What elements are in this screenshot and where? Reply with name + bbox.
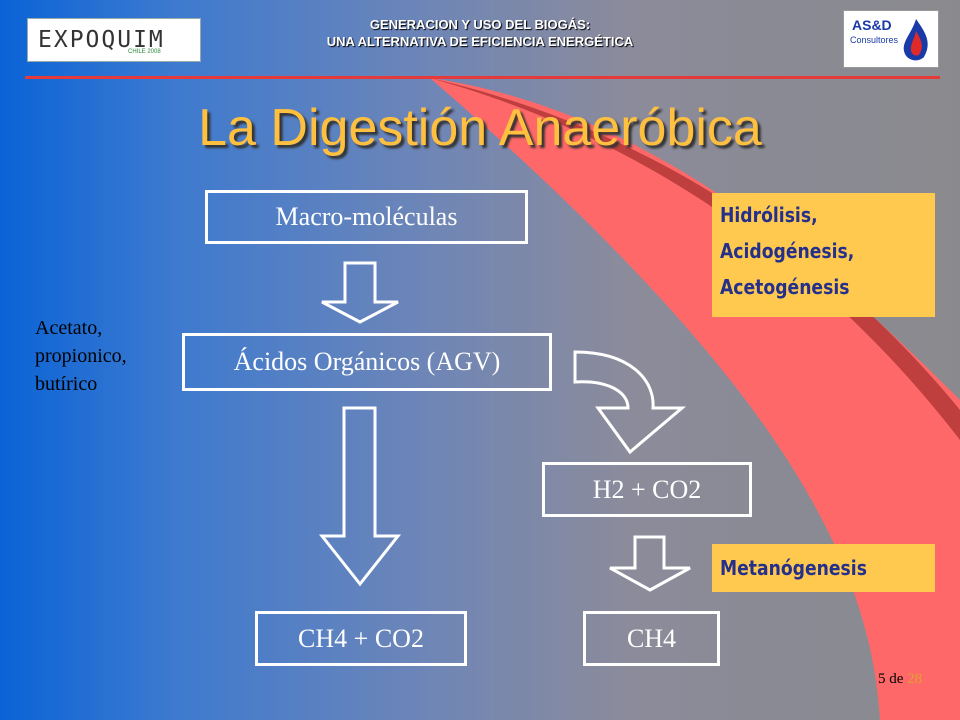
arrow-down-acidos-to-ch4co2 <box>318 406 402 587</box>
stage-box-hidrolisis: Hidrólisis, Acidogénesis, Acetogénesis <box>712 193 935 317</box>
stage-label: Metanógenesis <box>720 556 867 580</box>
flame-icon <box>903 19 928 61</box>
stage-label: Acidogénesis, <box>720 239 855 263</box>
arrow-down-macro-to-acidos <box>321 261 399 324</box>
node-h2-co2: H2 + CO2 <box>542 462 752 517</box>
page-total: 28 <box>907 671 923 687</box>
side-note-line: propionico, <box>35 345 127 367</box>
arrow-curve-acidos-to-h2co2 <box>573 350 687 455</box>
header-line-2: UNA ALTERNATIVA DE EFICIENCIA ENERGÉTICA <box>326 34 634 49</box>
node-ch4-co2: CH4 + CO2 <box>255 611 467 666</box>
header-line-1: GENERACION Y USO DEL BIOGÁS: <box>369 17 591 32</box>
page-counter: 5 de 28 <box>878 671 922 688</box>
slide-title: La Digestión Anaeróbica <box>198 99 762 157</box>
header-divider <box>25 76 940 79</box>
page-sep: de <box>889 671 904 687</box>
arrow-down-h2co2-to-ch4 <box>609 535 691 592</box>
node-macro-moleculas: Macro-moléculas <box>205 190 528 244</box>
asd-consultores-logo: AS&D Consultores <box>843 10 939 68</box>
stage-label: Acetogénesis <box>720 275 850 299</box>
node-ch4: CH4 <box>583 611 720 666</box>
side-note-agv: Acetato, propionico, butírico <box>35 314 127 398</box>
side-note-line: butírico <box>35 373 98 395</box>
expoquim-logo-text: EXPOQUIM <box>38 27 165 53</box>
node-acidos-organicos: Ácidos Orgánicos (AGV) <box>182 333 552 391</box>
stage-label: Hidrólisis, <box>720 203 818 227</box>
asd-logo-subtext: Consultores <box>850 35 899 45</box>
asd-logo-text: AS&D <box>852 17 892 33</box>
expoquim-logo: EXPOQUIM CHILE 2008 <box>27 18 201 62</box>
expoquim-logo-subtext: CHILE 2008 <box>128 49 161 55</box>
side-note-line: Acetato, <box>35 317 103 339</box>
stage-box-metanogenesis: Metanógenesis <box>712 544 935 592</box>
slide-header: GENERACION Y USO DEL BIOGÁS: UNA ALTERNA… <box>230 16 730 50</box>
page-number: 5 <box>878 671 886 687</box>
